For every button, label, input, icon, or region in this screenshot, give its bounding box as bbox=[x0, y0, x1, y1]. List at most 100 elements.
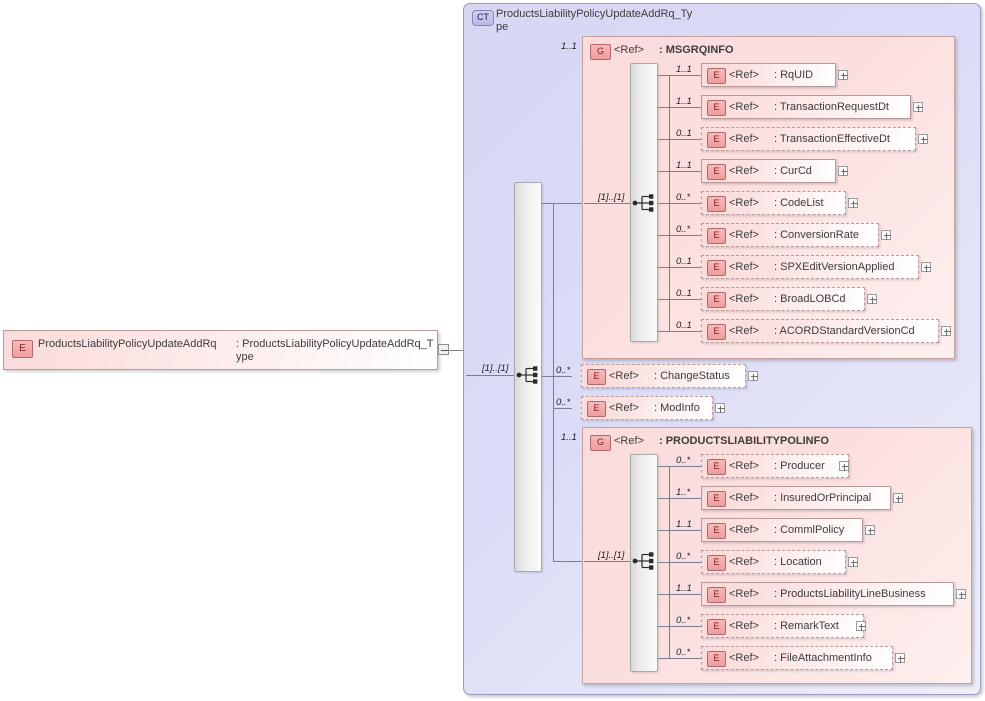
element-name: : CodeList bbox=[774, 197, 824, 209]
expand-icon[interactable] bbox=[918, 134, 928, 144]
element-curcd[interactable]: E <Ref> : CurCd bbox=[701, 159, 836, 183]
connector-main-to-modinfo bbox=[553, 408, 572, 409]
element-ref-label: <Ref> bbox=[609, 370, 639, 382]
element-changestatus[interactable]: E <Ref> : ChangeStatus bbox=[581, 364, 746, 388]
cardinality-main-sequence: [1]..[1] bbox=[482, 363, 509, 374]
sequence-icon-msgrqinfo bbox=[632, 193, 658, 213]
cardinality-modinfo: 0..* bbox=[556, 397, 571, 408]
cardinality-commlpolicy: 1..1 bbox=[676, 519, 692, 530]
element-icon: E bbox=[12, 340, 33, 358]
connector-row bbox=[658, 331, 701, 332]
expand-icon[interactable] bbox=[893, 493, 903, 503]
connector-group2-to-sequence bbox=[584, 561, 630, 562]
connector-trunk-main bbox=[553, 203, 554, 561]
element-codelist[interactable]: E <Ref> : CodeList bbox=[701, 191, 846, 215]
expand-icon[interactable] bbox=[881, 230, 891, 240]
element-name: : RemarkText bbox=[774, 620, 839, 632]
expand-icon[interactable] bbox=[956, 589, 966, 599]
group-ref-label: <Ref> bbox=[614, 435, 644, 447]
element-transactionrequestdt[interactable]: E <Ref> : TransactionRequestDt bbox=[701, 95, 911, 119]
element-icon: E bbox=[707, 228, 726, 244]
expand-icon[interactable] bbox=[748, 371, 758, 381]
element-name: : ModInfo bbox=[654, 402, 700, 414]
element-acordstandardversioncd[interactable]: E <Ref> : ACORDStandardVersionCd bbox=[701, 319, 939, 343]
cardinality-fileattachmentinfo: 0..* bbox=[676, 647, 691, 658]
element-name: : ProductsLiabilityLineBusiness bbox=[774, 588, 926, 600]
element-icon: E bbox=[707, 292, 726, 308]
expand-icon[interactable] bbox=[848, 557, 858, 567]
element-spxeditversionapplied[interactable]: E <Ref> : SPXEditVersionApplied bbox=[701, 255, 919, 279]
cardinality-conversionrate: 0..* bbox=[676, 224, 691, 235]
root-element-box[interactable]: E ProductsLiabilityPolicyUpdateAddRq : P… bbox=[3, 330, 438, 370]
group-ref-label: <Ref> bbox=[614, 44, 644, 56]
connector-row bbox=[658, 530, 701, 531]
element-ref-label: <Ref> bbox=[729, 524, 759, 536]
expand-icon[interactable] bbox=[941, 326, 951, 336]
element-icon: E bbox=[707, 619, 726, 635]
sequence-icon-polinfo bbox=[632, 551, 658, 571]
connector-row bbox=[658, 594, 701, 595]
connector-row bbox=[658, 235, 701, 236]
element-productsliabilitylinebusiness[interactable]: E <Ref> : ProductsLiabilityLineBusiness bbox=[701, 582, 954, 606]
expand-icon[interactable] bbox=[856, 621, 866, 631]
connector-ct-to-sequence bbox=[466, 375, 514, 376]
connector-row bbox=[658, 658, 701, 659]
element-fileattachmentinfo[interactable]: E <Ref> : FileAttachmentInfo bbox=[701, 646, 893, 670]
cardinality-changestatus: 0..* bbox=[556, 365, 571, 376]
element-broadlobcd[interactable]: E <Ref> : BroadLOBCd bbox=[701, 287, 865, 311]
root-element-type: : ProductsLiabilityPolicyUpdateAddRq_Typ… bbox=[236, 338, 434, 363]
element-remarktext[interactable]: E <Ref> : RemarkText bbox=[701, 614, 864, 638]
element-ref-label: <Ref> bbox=[729, 69, 759, 81]
element-commlpolicy[interactable]: E <Ref> : CommlPolicy bbox=[701, 518, 863, 542]
expand-icon[interactable] bbox=[867, 294, 877, 304]
cardinality-productsliabilitypolinfo: 1..1 bbox=[561, 432, 577, 443]
element-insuredorprincipal[interactable]: E <Ref> : InsuredOrPrincipal bbox=[701, 486, 891, 510]
element-icon: E bbox=[707, 324, 726, 340]
element-name: : TransactionEffectiveDt bbox=[774, 133, 890, 145]
element-icon: E bbox=[707, 555, 726, 571]
element-icon: E bbox=[707, 491, 726, 507]
element-icon: E bbox=[707, 260, 726, 276]
element-icon: E bbox=[707, 196, 726, 212]
element-icon: E bbox=[707, 164, 726, 180]
cardinality-producer: 0..* bbox=[676, 455, 691, 466]
collapse-icon-root[interactable] bbox=[438, 344, 449, 355]
expand-icon[interactable] bbox=[839, 461, 849, 471]
connector-root-to-ct bbox=[449, 350, 463, 351]
cardinality-transactionrequestdt: 1..1 bbox=[676, 96, 692, 107]
element-name: : BroadLOBCd bbox=[774, 293, 846, 305]
expand-icon[interactable] bbox=[715, 403, 725, 413]
expand-icon[interactable] bbox=[848, 198, 858, 208]
element-modinfo[interactable]: E <Ref> : ModInfo bbox=[581, 396, 713, 420]
element-producer[interactable]: E <Ref> : Producer bbox=[701, 454, 849, 478]
element-icon: E bbox=[707, 459, 726, 475]
cardinality-location: 0..* bbox=[676, 551, 691, 562]
element-transactioneffectivedt[interactable]: E <Ref> : TransactionEffectiveDt bbox=[701, 127, 916, 151]
expand-icon[interactable] bbox=[865, 525, 875, 535]
element-ref-label: <Ref> bbox=[729, 556, 759, 568]
expand-icon[interactable] bbox=[838, 166, 848, 176]
element-rquid[interactable]: E <Ref> : RqUID bbox=[701, 63, 836, 87]
element-ref-label: <Ref> bbox=[609, 402, 639, 414]
complextype-icon: CT bbox=[472, 10, 494, 26]
complextype-title: ProductsLiabilityPolicyUpdateAddRq_Type bbox=[496, 8, 693, 33]
group-icon: G bbox=[590, 44, 611, 60]
connector-row bbox=[658, 466, 701, 467]
element-location[interactable]: E <Ref> : Location bbox=[701, 550, 846, 574]
element-conversionrate[interactable]: E <Ref> : ConversionRate bbox=[701, 223, 879, 247]
cardinality-curcd: 1..1 bbox=[676, 160, 692, 171]
connector-main-to-polinfo bbox=[553, 561, 582, 562]
element-name: : ConversionRate bbox=[774, 229, 859, 241]
connector-row bbox=[658, 107, 701, 108]
element-icon: E bbox=[587, 369, 606, 385]
expand-icon[interactable] bbox=[895, 653, 905, 663]
expand-icon[interactable] bbox=[921, 262, 931, 272]
element-ref-label: <Ref> bbox=[729, 133, 759, 145]
cardinality-sequence-polinfo: [1]..[1] bbox=[598, 550, 625, 561]
cardinality-sequence-msgrqinfo: [1]..[1] bbox=[598, 192, 625, 203]
element-icon: E bbox=[707, 100, 726, 116]
expand-icon[interactable] bbox=[913, 102, 923, 112]
expand-icon[interactable] bbox=[838, 70, 848, 80]
element-icon: E bbox=[587, 401, 606, 417]
group-name-productsliabilitypolinfo: : PRODUCTSLIABILITYPOLINFO bbox=[659, 435, 829, 447]
